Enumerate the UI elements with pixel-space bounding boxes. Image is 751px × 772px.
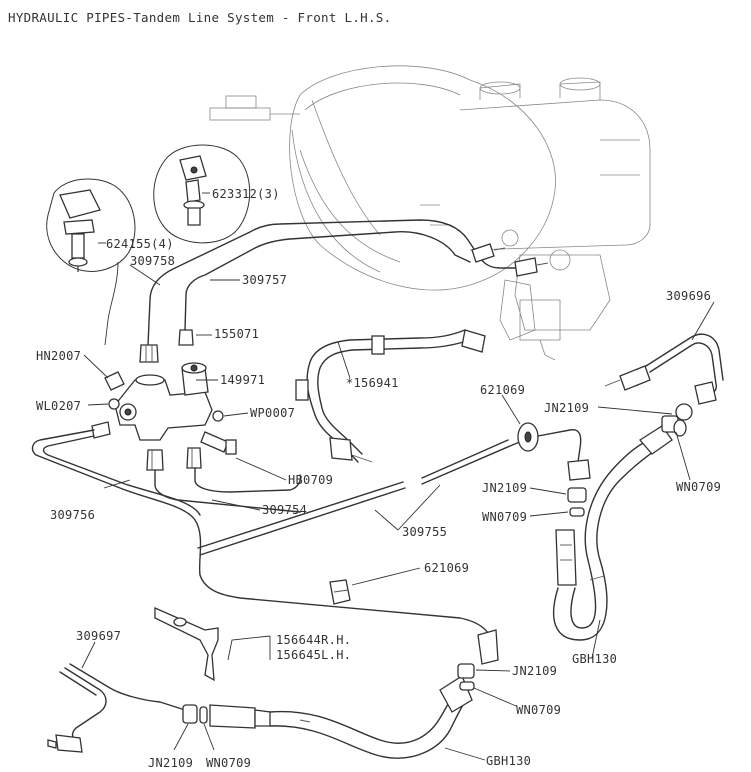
- label-wn0709-upper-right: WN0709: [676, 480, 721, 494]
- master-cylinder-servo: [209, 65, 651, 361]
- pipe-309756: [31, 429, 499, 665]
- pipe-309754: [154, 467, 302, 513]
- hose-bracket: [154, 607, 219, 682]
- label-wn0709-bottom: WN0709: [206, 756, 251, 770]
- label-gbh130-lower: GBH130: [486, 754, 531, 768]
- label-309754: 309754: [262, 503, 307, 517]
- label-156941: *156941: [346, 376, 399, 390]
- label-jn2109-upper-right: JN2109: [544, 401, 589, 415]
- label-621069-lower: 621069: [424, 561, 469, 575]
- label-hb0709: HB0709: [288, 473, 333, 487]
- label-309758: 309758: [130, 254, 175, 268]
- label-gbh130-upper: GBH130: [572, 652, 617, 666]
- label-149971: 149971: [220, 373, 265, 387]
- pipe-309696: [604, 333, 724, 405]
- label-wn0709-mid: WN0709: [482, 510, 527, 524]
- label-jn2109-lower: JN2109: [512, 664, 557, 678]
- pipe-309697-and-hose: [47, 663, 475, 759]
- label-309755: 309755: [402, 525, 447, 539]
- pipe-309755: [197, 422, 591, 556]
- label-wp0007: WP0007: [250, 406, 295, 420]
- label-156645: 156645L.H.: [276, 648, 351, 662]
- label-wl0207: WL0207: [36, 399, 81, 413]
- detail-callout-623312: [153, 144, 251, 244]
- part-labels: 624155(4) 623312(3) 309758 309757 155071…: [36, 187, 721, 770]
- label-309756: 309756: [50, 508, 95, 522]
- label-621069-upper: 621069: [480, 383, 525, 397]
- hose-gbh130-upper: [553, 403, 693, 641]
- label-624155: 624155(4): [106, 237, 174, 251]
- label-623312: 623312(3): [212, 187, 280, 201]
- label-wn0709-lower: WN0709: [516, 703, 561, 717]
- four-way-connector: [91, 329, 237, 471]
- label-156644: 156644R.H.: [276, 633, 351, 647]
- label-309757: 309757: [242, 273, 287, 287]
- detail-callout-624155: [46, 178, 136, 346]
- label-jn2109-bottom: JN2109: [148, 756, 193, 770]
- label-309697: 309697: [76, 629, 121, 643]
- leader-lines: [81, 192, 715, 761]
- pipe-309757-309758: [147, 219, 549, 346]
- label-309696: 309696: [666, 289, 711, 303]
- label-155071: 155071: [214, 327, 259, 341]
- label-hn2007: HN2007: [36, 349, 81, 363]
- label-jn2109-mid: JN2109: [482, 481, 527, 495]
- hose-156941: [295, 329, 486, 463]
- diagram-title: HYDRAULIC PIPES-Tandem Line System - Fro…: [8, 10, 391, 25]
